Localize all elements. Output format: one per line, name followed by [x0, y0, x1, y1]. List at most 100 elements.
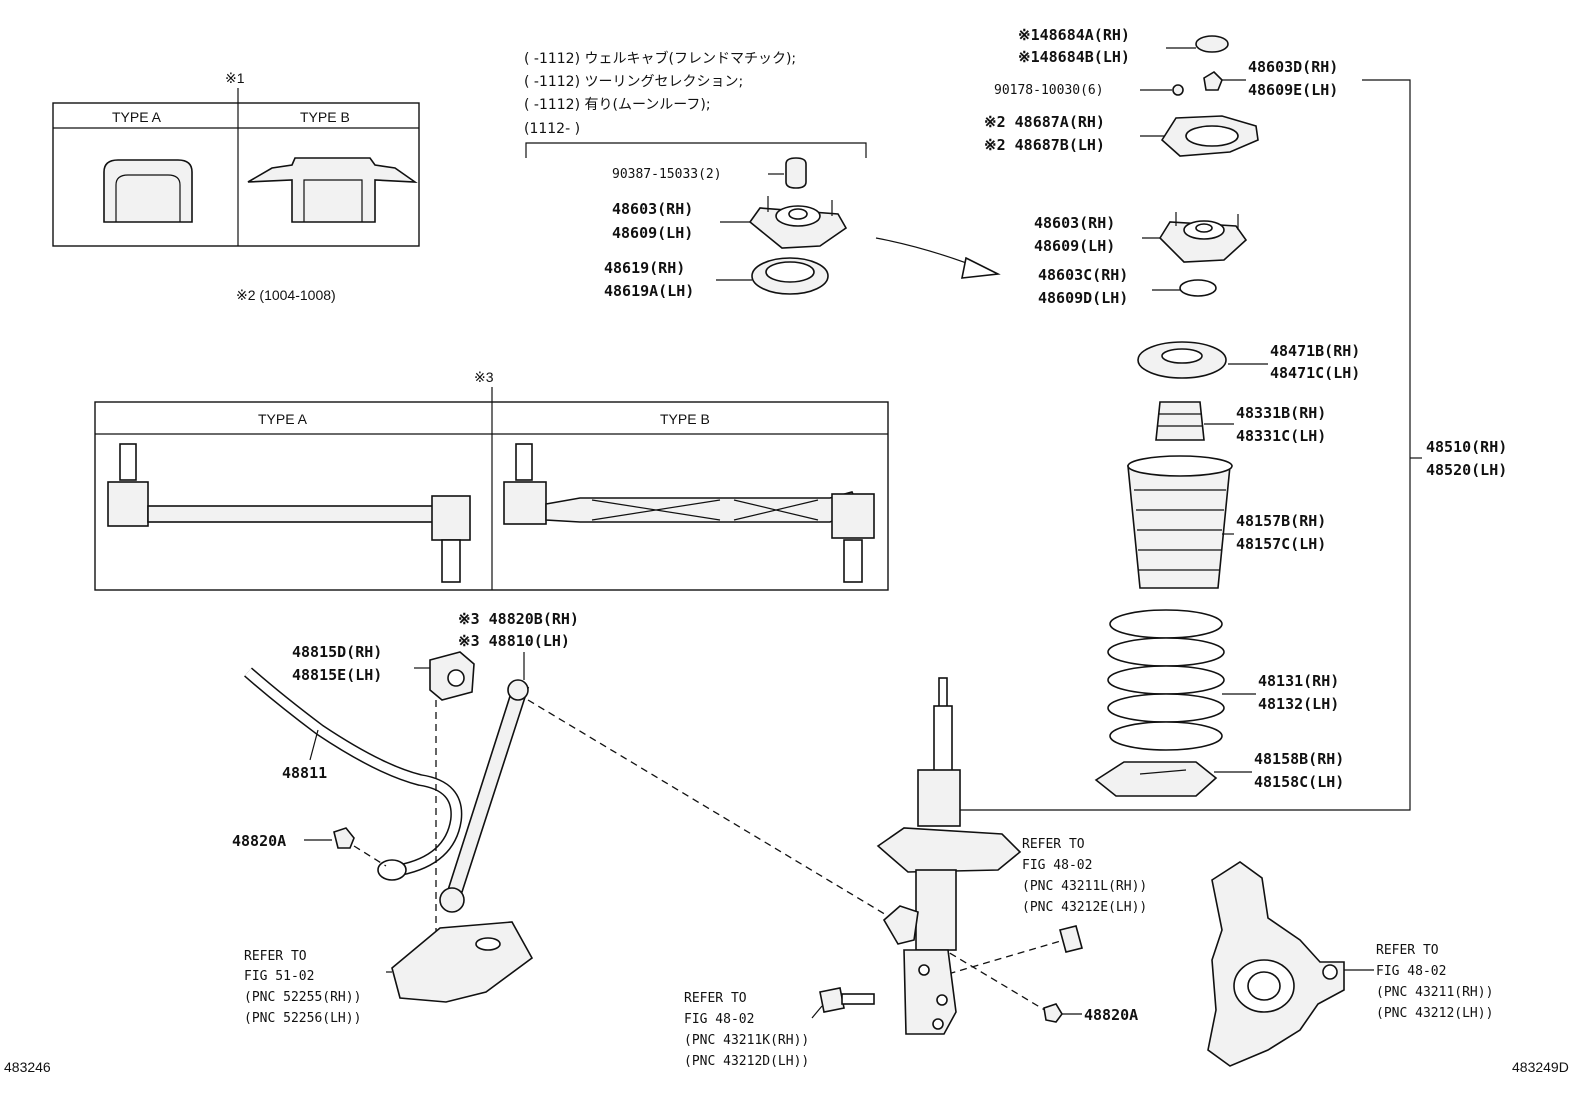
label-48510: 48510(RH) — [1426, 438, 1507, 456]
label-48609-lh-2: 48609(LH) — [1034, 237, 1115, 255]
label-48684a: ※148684A(RH) — [1018, 26, 1130, 44]
ref3-line3: (PNC 43211K(RH)) — [684, 1033, 809, 1048]
label-48520: 48520(LH) — [1426, 461, 1507, 479]
label-48331c: 48331C(LH) — [1236, 427, 1326, 445]
stabilizer-assembly: ※3 48820B(RH) ※3 48810(LH) 48815D(RH) 48… — [232, 610, 1065, 1013]
strut-stack: 48471B(RH) 48471C(LH) 48331B(RH) 48331C(… — [952, 79, 1507, 811]
spring-seat-48158-icon — [1094, 761, 1218, 797]
label-48820b: ※3 48820B(RH) — [458, 610, 579, 628]
upper-mount-icon — [748, 207, 848, 249]
nut-90387-icon — [785, 157, 807, 189]
figure-id-left: 483246 — [4, 1059, 51, 1075]
label-90387: 90387-15033(2) — [612, 167, 722, 182]
label-48603-rh: 48603(RH) — [612, 200, 693, 218]
ref1-line1: REFER TO — [1022, 837, 1085, 852]
label-48619-rh: 48619(RH) — [604, 259, 685, 277]
label-48815e: 48815E(LH) — [292, 666, 382, 684]
shock-absorber-48510-icon — [876, 677, 1022, 1035]
label-48157b: 48157B(RH) — [1236, 512, 1326, 530]
label-48157c: 48157C(LH) — [1236, 535, 1326, 553]
ref1-line3: (PNC 43211L(RH)) — [1022, 879, 1147, 894]
condition-4: (1112- ) — [524, 121, 580, 137]
condition-2: ( -1112) ツーリングセレクション; — [524, 74, 743, 90]
bumper-type-box: ※1 TYPE A TYPE B — [52, 70, 420, 247]
cap-type-a-shape — [103, 159, 193, 223]
label-48331b: 48331B(RH) — [1236, 404, 1326, 422]
label-48815d: 48815D(RH) — [292, 643, 382, 661]
stab-link-type-box: ※3 TYPE A TYPE B — [94, 369, 889, 591]
cap-type-b-shape — [247, 157, 418, 223]
condition-1: ( -1112) ウェルキャブ(フレンドマチック); — [524, 50, 796, 67]
bolt-refer-icon — [811, 987, 875, 1019]
ref4-line1: REFER TO — [1376, 943, 1439, 958]
cap-48684-icon — [1195, 35, 1229, 53]
label-48609e: 48609E(LH) — [1248, 81, 1338, 99]
stab-note: ※3 — [474, 369, 494, 385]
label-48603c: 48603C(RH) — [1038, 266, 1128, 284]
condition-3: ( -1112) 有り(ムーンルーフ); — [524, 97, 711, 113]
label-48810: ※3 48810(LH) — [458, 632, 570, 650]
refer-block-1: REFER TO FIG 48-02 (PNC 43211L(RH)) (PNC… — [1022, 837, 1147, 915]
label-48684b: ※148684B(LH) — [1018, 48, 1130, 66]
ref4-line4: (PNC 43212(LH)) — [1376, 1006, 1493, 1021]
bumper-48331-icon — [1155, 401, 1205, 441]
ref1-line2: FIG 48-02 — [1022, 858, 1092, 873]
ref2-line3: (PNC 52255(RH)) — [244, 990, 361, 1005]
collar-refer-icon — [1059, 925, 1083, 953]
label-48811: 48811 — [282, 764, 327, 782]
nut-48820a-left-icon — [333, 827, 355, 849]
nut-90178-icon — [1172, 84, 1184, 96]
ref4-line2: FIG 48-02 — [1376, 964, 1446, 979]
ref3-line4: (PNC 43212D(LH)) — [684, 1054, 809, 1069]
label-48132: 48132(LH) — [1258, 695, 1339, 713]
stabilizer-bar-48811-icon — [245, 668, 461, 875]
label-48687a: ※2 48687A(RH) — [984, 113, 1105, 131]
refer-block-4: REFER TO FIG 48-02 (PNC 43211(RH)) (PNC … — [1376, 943, 1493, 1021]
stab-link-type-b-icon — [503, 443, 875, 583]
figure-id-right: 483249D — [1512, 1059, 1569, 1075]
note-2: ※2 (1004-1008) — [236, 287, 336, 303]
label-48603-rh-2: 48603(RH) — [1034, 214, 1115, 232]
ref2-line4: (PNC 52256(LH)) — [244, 1011, 361, 1026]
label-48619a-lh: 48619A(LH) — [604, 282, 694, 300]
label-48158b: 48158B(RH) — [1254, 750, 1344, 768]
label-48687b: ※2 48687B(LH) — [984, 136, 1105, 154]
label-48471c: 48471C(LH) — [1270, 364, 1360, 382]
type-box-note: ※1 — [225, 70, 245, 86]
label-48820a-left: 48820A — [232, 832, 286, 850]
stab-link-rod-icon — [446, 687, 530, 893]
label-48131: 48131(RH) — [1258, 672, 1339, 690]
label-48609-lh: 48609(LH) — [612, 224, 693, 242]
label-90178: 90178-10030(6) — [994, 83, 1104, 98]
ref2-line1: REFER TO — [244, 949, 307, 964]
coil-spring-48131-icon — [1107, 609, 1225, 751]
ref3-line1: REFER TO — [684, 991, 747, 1006]
nut-48603d-icon — [1203, 70, 1223, 91]
lower-arm-bracket-icon — [391, 921, 534, 1003]
insulator-48603c-icon — [1179, 279, 1217, 297]
type-b-header: TYPE B — [300, 109, 350, 125]
condition-notes: ( -1112) ウェルキャブ(フレンドマチック); ( -1112) ツーリン… — [524, 50, 867, 158]
upper-mount-group-left: 90387-15033(2) 48603(RH) 48609(LH) 48619… — [604, 157, 1001, 300]
ref1-line4: (PNC 43212E(LH)) — [1022, 900, 1147, 915]
nut-48820a-right-icon — [1043, 1003, 1063, 1023]
ref4-line3: (PNC 43211(RH)) — [1376, 985, 1493, 1000]
label-48471b: 48471B(RH) — [1270, 342, 1360, 360]
upper-mount-icon-2 — [1158, 221, 1248, 263]
label-48820a-right: 48820A — [1084, 1006, 1138, 1024]
type-a-header: TYPE A — [112, 109, 162, 125]
label-48609d: 48609D(LH) — [1038, 289, 1128, 307]
ref2-line2: FIG 51-02 — [244, 969, 314, 984]
stab-type-b-header: TYPE B — [660, 411, 710, 427]
refer-block-3: REFER TO FIG 48-02 (PNC 43211K(RH)) (PNC… — [684, 991, 809, 1069]
stab-type-a-header: TYPE A — [258, 411, 308, 427]
ref3-line2: FIG 48-02 — [684, 1012, 754, 1027]
refer-block-2: REFER TO FIG 51-02 (PNC 52255(RH)) (PNC … — [244, 949, 361, 1026]
stab-link-type-a-icon — [107, 443, 471, 583]
label-48603d: 48603D(RH) — [1248, 58, 1338, 76]
label-48158c: 48158C(LH) — [1254, 773, 1344, 791]
upper-mount-group-right: ※148684A(RH) ※148684B(LH) 90178-10030(6)… — [984, 26, 1338, 307]
steering-knuckle-icon — [1207, 861, 1345, 1067]
